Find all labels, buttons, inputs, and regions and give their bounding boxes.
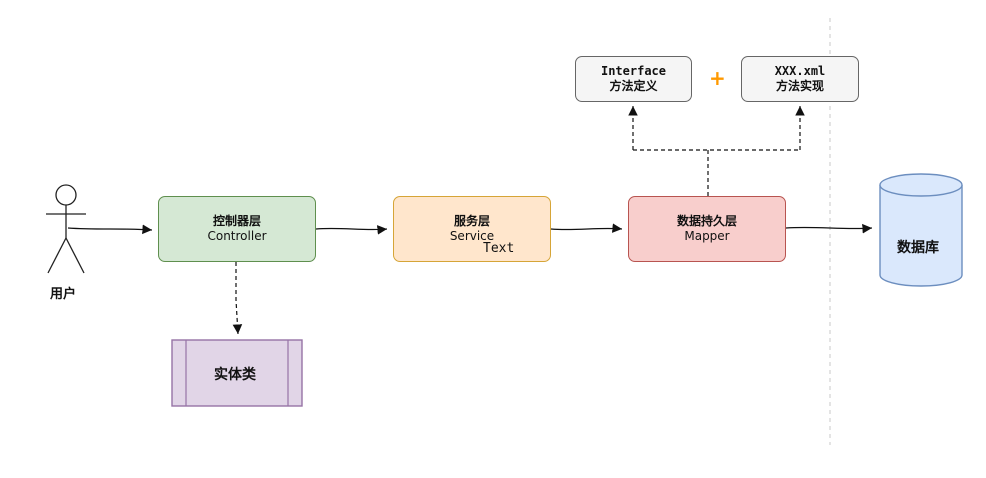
- arrow-controller-entity: [232, 262, 243, 335]
- entity-label: 实体类: [214, 367, 256, 383]
- arrow-mapper-database: [785, 223, 873, 234]
- mapper-subtitle: Mapper: [684, 229, 730, 243]
- stick-figure: [46, 184, 86, 274]
- controller-title: 控制器层: [212, 214, 261, 228]
- xml-title: XXX.xml: [774, 64, 826, 78]
- arrow-mapper-split: [628, 106, 805, 196]
- service-box: 服务层 Service: [393, 196, 551, 262]
- entity-box: [171, 339, 303, 407]
- xml-subtitle: 方法实现: [775, 79, 824, 93]
- arrow-controller-service: [315, 225, 388, 235]
- mapper-title: 数据持久层: [676, 214, 737, 228]
- service-title: 服务层: [453, 214, 490, 228]
- mapper-box: 数据持久层 Mapper: [628, 196, 786, 262]
- service-subtitle: Service: [449, 229, 495, 243]
- interface-box: Interface 方法定义: [575, 56, 692, 102]
- plus-sign: +: [709, 66, 726, 90]
- database-label: 数据库: [897, 240, 939, 256]
- controller-box: 控制器层 Controller: [158, 196, 316, 262]
- interface-subtitle: 方法定义: [609, 79, 658, 93]
- service-text-overlay: Text: [483, 241, 515, 256]
- controller-subtitle: Controller: [207, 229, 267, 243]
- database-cylinder: [879, 173, 963, 287]
- interface-title: Interface: [600, 64, 667, 78]
- arrow-service-mapper: [550, 223, 623, 233]
- xml-box: XXX.xml 方法实现: [741, 56, 859, 102]
- actor-label: 用户: [50, 287, 77, 302]
- arrow-user-controller: [67, 224, 153, 235]
